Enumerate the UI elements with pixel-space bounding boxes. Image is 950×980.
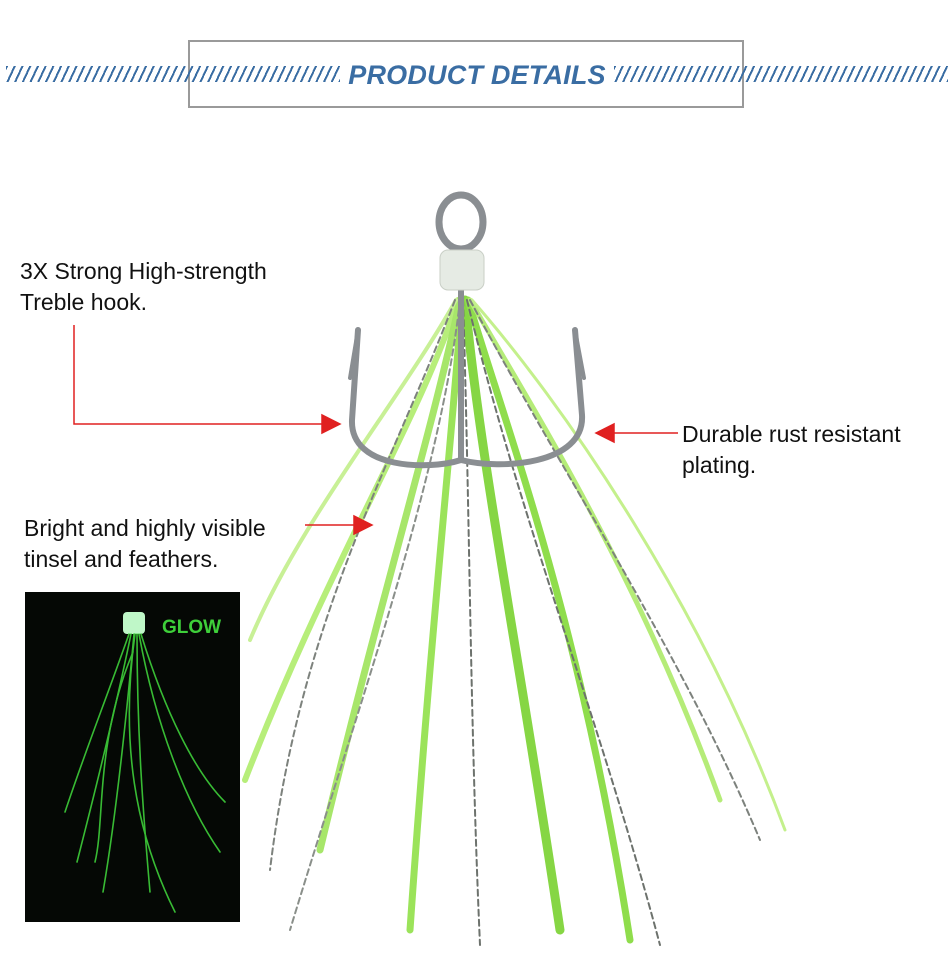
page-title: PRODUCT DETAILS xyxy=(340,58,614,92)
header-hatch-left xyxy=(6,66,340,82)
glow-inset-photo xyxy=(25,592,240,922)
glow-strands-illustration xyxy=(64,612,226,913)
header-hatch-right xyxy=(614,66,948,82)
callout-arrows xyxy=(73,325,678,536)
glow-bead xyxy=(439,249,485,291)
feather-strands xyxy=(242,295,787,946)
callout-hook-strength: 3X Strong High-strength Treble hook. xyxy=(20,258,267,315)
glow-label: GLOW xyxy=(162,617,222,638)
callout-tinsel: Bright and highly visible tinsel and fea… xyxy=(24,515,266,572)
callout-plating: Durable rust resistant plating. xyxy=(682,421,901,478)
